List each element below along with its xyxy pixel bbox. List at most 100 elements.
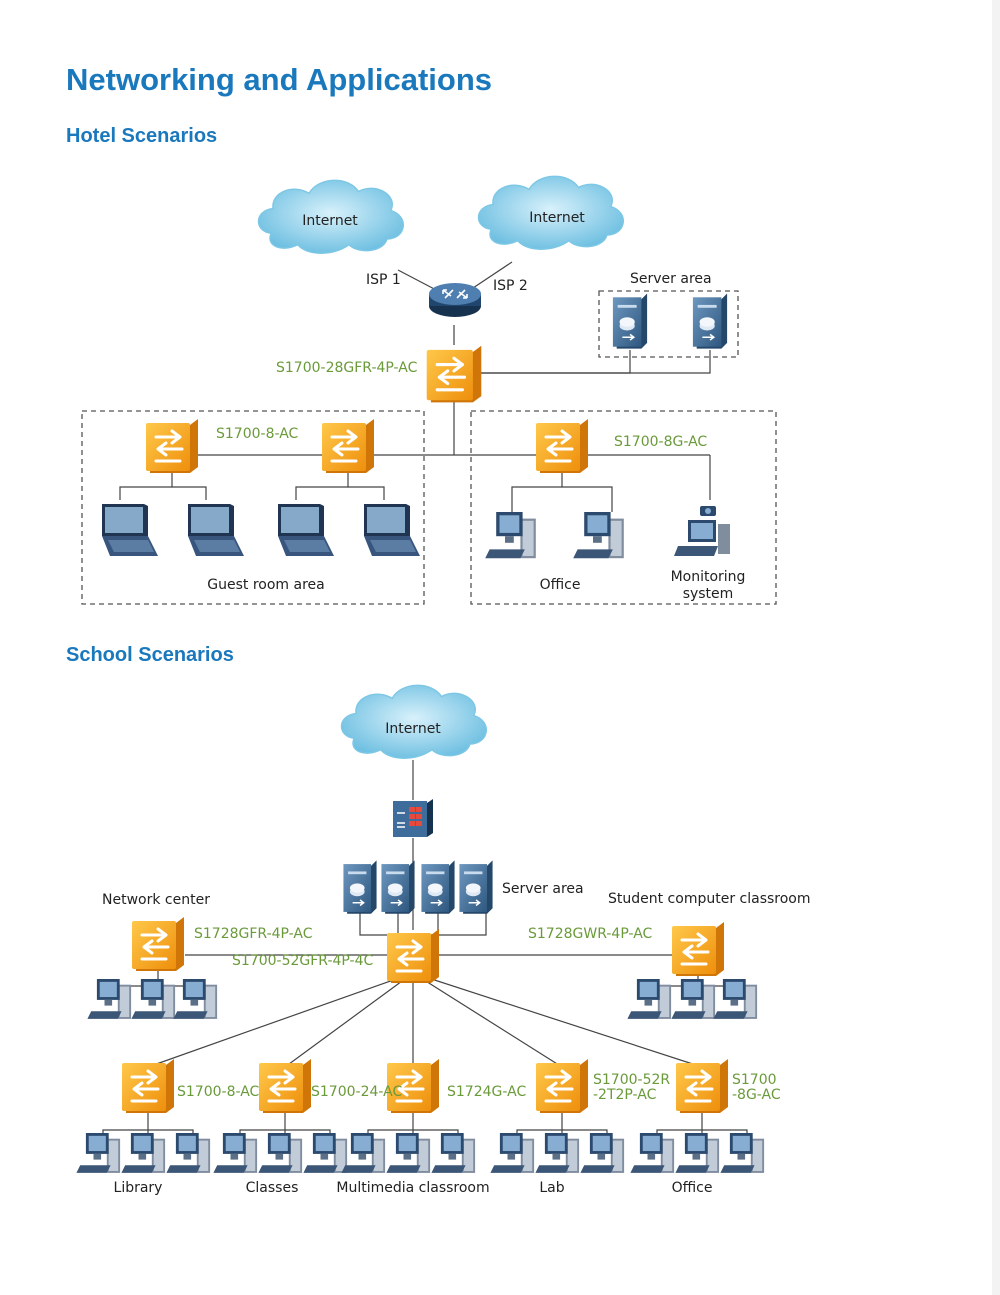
branch-area-label: Classes <box>246 1180 299 1196</box>
pc-icon <box>258 1133 303 1173</box>
pc-icon <box>630 1133 675 1173</box>
branch-switch-model: S1724G-AC <box>447 1084 526 1100</box>
student-classroom-label: Student computer classroom <box>608 891 811 907</box>
monitoring-label-line2: system <box>683 586 734 602</box>
monitoring-label-line1: Monitoring <box>671 569 746 585</box>
guest-switch-icon <box>322 419 374 473</box>
pc-icon <box>720 1133 765 1173</box>
link-line <box>562 486 613 512</box>
server-area-frame <box>598 290 739 358</box>
pc-icon <box>76 1133 121 1173</box>
branch-switch-model: S1700-52R-2T2P-AC <box>593 1072 670 1103</box>
school-scenarios-heading: School Scenarios <box>66 644 234 666</box>
branch-switch-icon <box>536 1059 588 1113</box>
pc-icon <box>490 1133 535 1173</box>
branch-area-label: Library <box>114 1180 163 1196</box>
pc-icon <box>485 512 536 559</box>
hotel-scenarios-heading: Hotel Scenarios <box>66 125 218 147</box>
pc-icon <box>341 1133 386 1173</box>
server-icon <box>381 860 415 914</box>
link-line <box>172 486 207 500</box>
pc-icon <box>173 979 218 1019</box>
link-line <box>147 972 414 1068</box>
pc-icon <box>121 1133 166 1173</box>
branch-switch-icon <box>122 1059 174 1113</box>
pc-icon <box>713 979 758 1019</box>
link-line <box>511 472 563 512</box>
link-line <box>469 261 513 291</box>
pc-icon <box>386 1133 431 1173</box>
monitoring-system-icon <box>674 506 730 556</box>
laptop-icon <box>364 504 420 556</box>
server-area-label: Server area <box>502 881 584 897</box>
internet-cloud-school <box>340 684 487 759</box>
pc-icon <box>671 979 716 1019</box>
server-icon <box>692 293 728 349</box>
server-icon <box>343 860 377 914</box>
server-icon <box>459 860 493 914</box>
pc-icon <box>213 1133 258 1173</box>
core-switch-icon <box>426 345 482 403</box>
link-line <box>295 472 349 500</box>
branch-area-label: Multimedia classroom <box>336 1180 489 1196</box>
pc-icon <box>573 512 624 559</box>
link-line <box>481 350 631 374</box>
guest-room-area-label: Guest room area <box>207 577 324 593</box>
internet-label-2: Internet <box>529 210 585 226</box>
branch-switch-icon <box>676 1059 728 1113</box>
student-classroom-switch-icon <box>672 922 724 976</box>
office-area-frame <box>470 410 777 605</box>
guest-switch-icon <box>146 419 198 473</box>
laptop-icon <box>102 504 158 556</box>
link-line <box>412 972 563 1068</box>
isp2-label: ISP 2 <box>493 278 528 294</box>
pc-icon <box>675 1133 720 1173</box>
link-line <box>481 350 711 374</box>
branch-switch-model: S1700-8G-AC <box>732 1072 781 1103</box>
branch-area-label: Lab <box>539 1180 564 1196</box>
internet-label-1: Internet <box>302 213 358 229</box>
internet-cloud-isp1 <box>257 179 404 254</box>
office-label: Office <box>540 577 581 593</box>
server-icon <box>612 293 648 349</box>
link-line <box>348 486 385 500</box>
link-line <box>359 912 487 936</box>
pc-icon <box>535 1133 580 1173</box>
student-switch-model: S1728GWR-4P-AC <box>528 926 653 942</box>
core-switch-icon <box>387 929 439 983</box>
branch-switch-icon <box>259 1059 311 1113</box>
page-title: Networking and Applications <box>66 62 492 97</box>
network-center-switch-icon <box>132 917 184 971</box>
pc-icon <box>303 1133 348 1173</box>
firewall-icon <box>393 799 433 837</box>
pc-icon <box>431 1133 476 1173</box>
link-line <box>284 972 414 1068</box>
internet-label: Internet <box>385 721 441 737</box>
office-switch-icon <box>536 419 588 473</box>
pc-icon <box>131 979 176 1019</box>
laptop-icon <box>278 504 334 556</box>
network-center-label: Network center <box>102 892 210 908</box>
pc-icon <box>87 979 132 1019</box>
office-switch-model: S1700-8G-AC <box>614 434 707 450</box>
branch-area-label: Office <box>672 1180 713 1196</box>
server-icon <box>421 860 455 914</box>
server-area-label: Server area <box>630 271 712 287</box>
core-switch-model: S1700-28GFR-4P-AC <box>276 360 418 376</box>
isp1-label: ISP 1 <box>366 272 401 288</box>
guest-switch-model: S1700-8-AC <box>216 426 299 442</box>
pc-icon <box>580 1133 625 1173</box>
guest-room-area-frame <box>81 410 425 605</box>
core-switch-model: S1700-52GFR-4P-4C <box>232 953 373 969</box>
branch-switch-model: S1700-24-AC <box>311 1084 402 1100</box>
page-edge-shadow <box>992 0 1000 1295</box>
laptop-icon <box>188 504 244 556</box>
branch-switch-icon <box>387 1059 439 1113</box>
router-icon <box>429 283 481 317</box>
internet-cloud-isp2 <box>477 175 624 250</box>
link-line <box>412 972 703 1068</box>
branch-switch-model: S1700-8-AC <box>177 1084 260 1100</box>
link-line <box>119 472 173 500</box>
pc-icon <box>627 979 672 1019</box>
